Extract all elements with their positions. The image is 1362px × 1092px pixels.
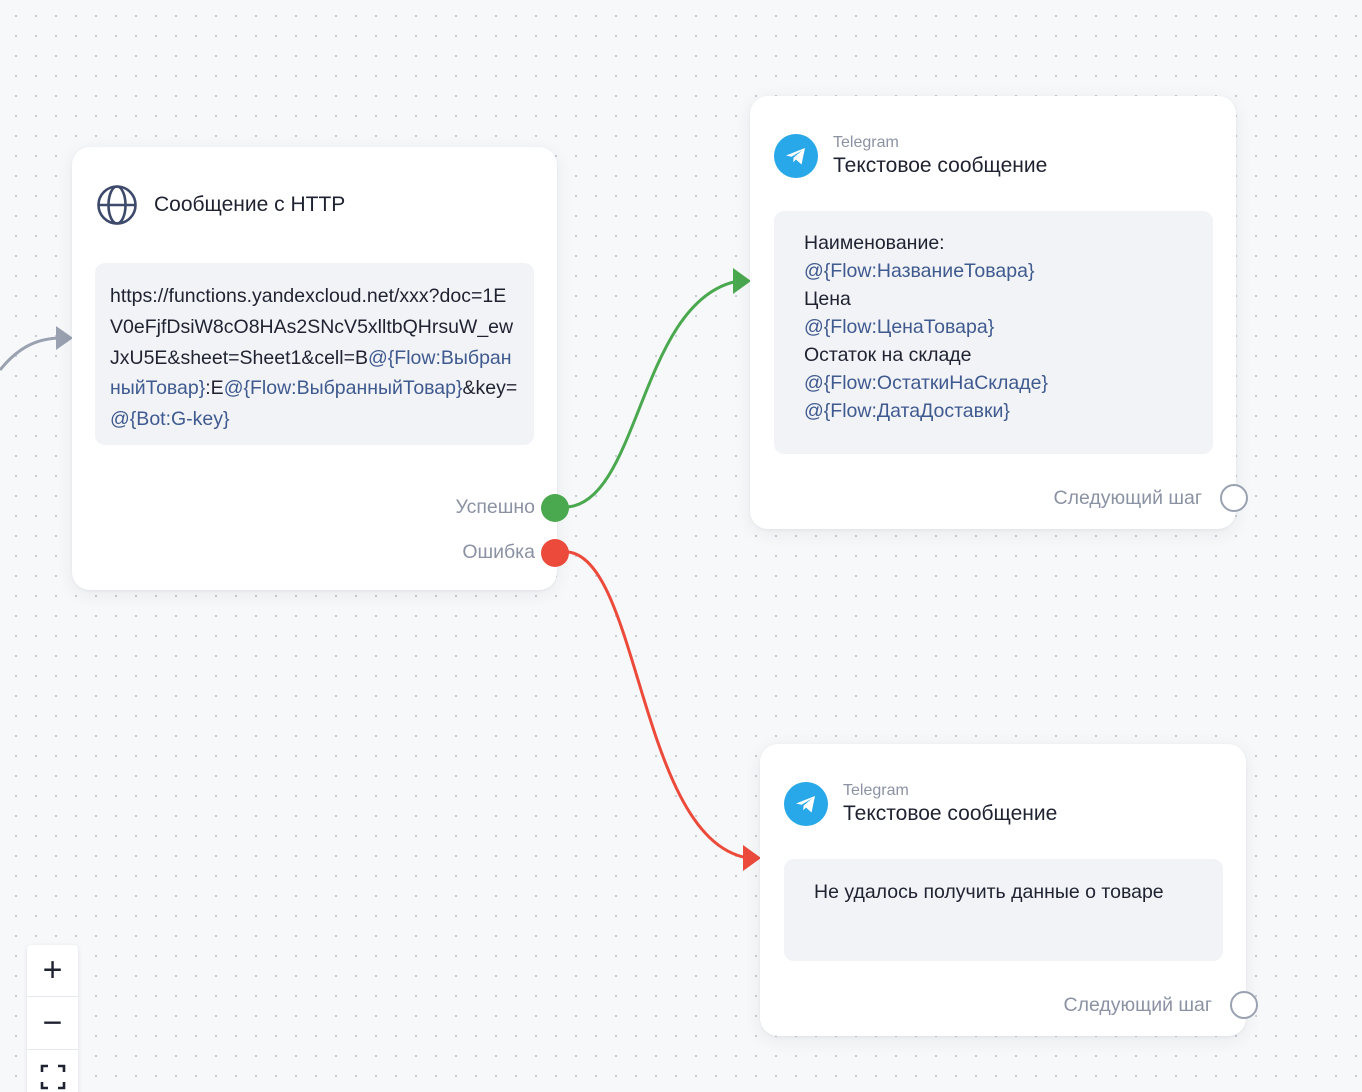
next-step-port[interactable]	[1230, 991, 1258, 1019]
http-node-title: Сообщение с HTTP	[154, 193, 346, 216]
telegram-icon	[784, 782, 828, 826]
success-arrow	[733, 268, 751, 294]
telegram-node-header: Telegram Текстовое сообщение	[784, 781, 1057, 827]
http-node-header: Сообщение с HTTP	[96, 184, 345, 226]
fit-view-icon	[40, 1064, 65, 1090]
message-variable-line: @{Flow:ДатаДоставки}	[804, 400, 1010, 422]
url-variable: @{Flow:ВыбранныйТовар}	[110, 346, 512, 400]
telegram-message-node-error[interactable]: Telegram Текстовое сообщение Не удалось …	[760, 744, 1258, 1036]
next-step-label: Следующий шаг	[1053, 487, 1202, 509]
globe-icon	[97, 185, 137, 225]
message-text-line: Наименование:	[804, 232, 945, 254]
message-text-line: Цена	[804, 288, 851, 310]
message-text-box[interactable]: Наименование: @{Flow:НазваниеТовара} Цена @…	[774, 211, 1213, 454]
service-label: Telegram	[843, 782, 909, 799]
minus-icon: −	[42, 1004, 63, 1042]
zoom-in-button[interactable]: +	[27, 945, 78, 997]
error-connector	[567, 550, 749, 860]
success-label: Успешно	[455, 496, 536, 518]
url-text: &key=	[462, 377, 518, 400]
telegram-icon	[774, 134, 818, 178]
success-port[interactable]	[541, 494, 569, 522]
error-arrow	[743, 845, 761, 871]
message-variable-line: @{Flow:ОстаткиНаСкладе}	[804, 372, 1049, 394]
error-port[interactable]	[541, 539, 569, 567]
next-step-label: Следующий шаг	[1063, 994, 1212, 1016]
telegram-message-node-success[interactable]: Telegram Текстовое сообщение Наименовани…	[750, 96, 1248, 529]
message-text: Не удалось получить данные о товаре	[814, 881, 1164, 903]
error-label: Ошибка	[462, 541, 535, 563]
url-variable: @{Bot:G-key}	[110, 408, 230, 431]
incoming-arrow	[56, 326, 73, 350]
telegram-node-header: Telegram Текстовое сообщение	[774, 133, 1047, 179]
url-text: :E	[205, 377, 224, 400]
message-text-box[interactable]: Не удалось получить данные о товаре	[784, 859, 1223, 961]
message-variable-line: @{Flow:НазваниеТовара}	[804, 260, 1035, 282]
node-title: Текстовое сообщение	[833, 154, 1048, 177]
http-request-node[interactable]: Сообщение с HTTP https://functions.yande…	[72, 147, 569, 590]
next-step-port[interactable]	[1220, 484, 1248, 512]
zoom-controls: + −	[27, 945, 78, 1092]
zoom-out-button[interactable]: −	[27, 998, 78, 1050]
message-variable-line: @{Flow:ЦенаТовара}	[804, 316, 995, 338]
url-variable: @{Flow:ВыбранныйТовар}	[223, 377, 463, 400]
fit-view-button[interactable]	[27, 1051, 78, 1092]
http-url-box[interactable]: https://functions.yandexcloud.net/xxx?do…	[95, 263, 534, 445]
url-text: https://functions.yandexcloud.net/xxx?do…	[110, 285, 514, 369]
service-label: Telegram	[833, 134, 899, 151]
node-title: Текстовое сообщение	[843, 802, 1058, 825]
incoming-connector	[0, 336, 63, 371]
success-connector	[567, 279, 739, 509]
message-text-line: Остаток на складе	[804, 344, 972, 366]
plus-icon: +	[42, 951, 63, 989]
